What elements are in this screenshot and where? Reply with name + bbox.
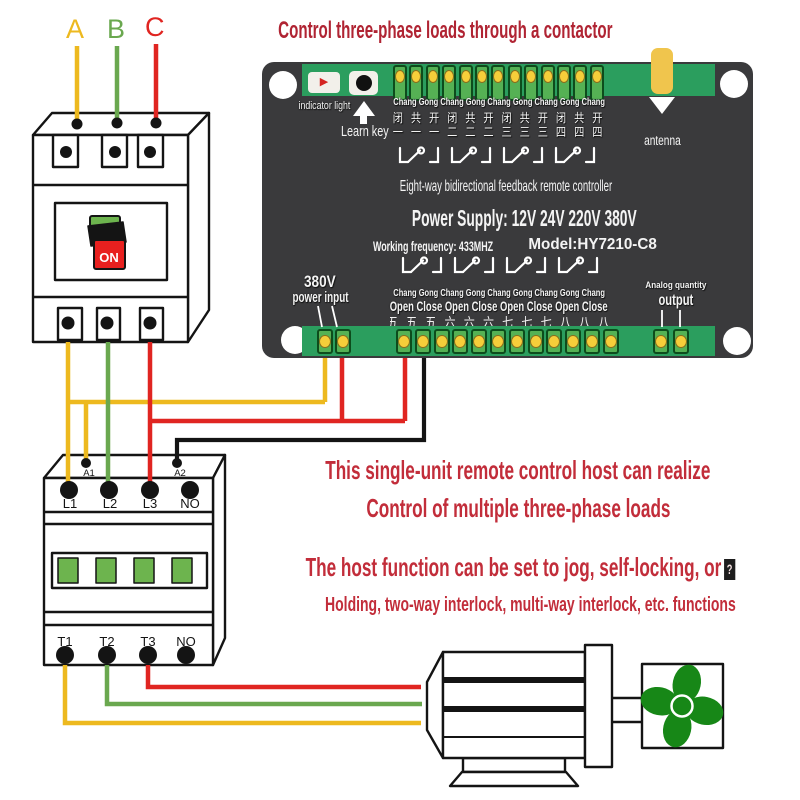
caption-line-3: The host function can be set to jog, sel… [220, 552, 800, 582]
breaker-on-label: ON [99, 250, 119, 265]
analog-output-label: output [658, 292, 694, 309]
phase-a-label: A [66, 14, 85, 44]
diagram-title: Control three-phase loads through a cont… [277, 17, 613, 44]
board-subtitle: Eight-way bidirectional feedback remote … [399, 178, 613, 195]
circuit-breaker [31, 111, 211, 344]
phase-b-wire [104, 46, 422, 707]
contactor-no2-label: NO [176, 634, 196, 649]
contactor-no-label: NO [180, 496, 200, 511]
bottom-channel-labels: Chang Gong Chang Gong Chang Gong Chang G… [393, 287, 605, 299]
indicator-led-icon: ▶ [319, 76, 329, 88]
analog-output-terminals [653, 329, 689, 354]
indicator-light-label: indicator light [298, 100, 351, 112]
breaker-handle[interactable] [87, 215, 127, 270]
contactor-l2-label: L2 [103, 496, 117, 511]
top-cn-terminal-labels: 闭 共 开 闭 共 开 闭 共 开 闭 共 开 [392, 110, 606, 125]
contactor-l3-label: L3 [143, 496, 157, 511]
fan-icon [640, 664, 724, 748]
contactor-indicator [95, 557, 117, 584]
mounting-hole [720, 70, 748, 98]
mounting-hole [269, 71, 297, 99]
learn-key-label: Learn key [341, 124, 389, 140]
caption-line-4: Holding, two-way interlock, multi-way in… [324, 593, 736, 616]
caption-line-3-text: The host function can be set to jog, sel… [305, 551, 721, 582]
learn-key-arrow-icon [353, 101, 375, 116]
learn-key-button[interactable] [349, 71, 378, 95]
mounting-hole [723, 327, 751, 355]
learn-key-arrow-stem [360, 115, 367, 124]
learn-key-cap [355, 75, 372, 91]
top-terminal-block [393, 65, 604, 101]
coil-wire [174, 358, 427, 465]
top-cn-number-labels: 一 一 一 二 二 二 三 三 三 四 四 四 [392, 124, 606, 139]
contactor-t3-label: T3 [140, 634, 155, 649]
relay-switch-icons [398, 146, 599, 274]
working-frequency-label: Working frequency: 433MHZ [372, 238, 494, 254]
power-input-label: power input [291, 288, 349, 306]
antenna-label: antenna [643, 132, 681, 148]
phase-c-label: C [145, 12, 165, 42]
indicator-light: ▶ [308, 72, 340, 93]
top-channel-labels: Chang Gong Chang Gong Chang Gong Chang G… [393, 96, 605, 108]
terminal-dots [56, 117, 199, 664]
power-input-terminals [317, 329, 351, 354]
leader-lines [317, 305, 681, 328]
phase-b-label: B [107, 14, 126, 44]
phase-a-wire [62, 46, 421, 726]
contactor-t2-label: T2 [99, 634, 114, 649]
antenna-pointer-icon [649, 97, 675, 114]
coil-terminal-a1-label: A1 [83, 468, 95, 479]
contactor-indicator [57, 557, 79, 584]
contactor-t1-label: T1 [57, 634, 72, 649]
phase-c-wire [145, 44, 421, 690]
caption-line-1: This single-unit remote control host can… [325, 454, 711, 485]
pcb-strip-bottom [302, 326, 715, 356]
power-input-voltage-label: 380V [303, 271, 336, 291]
contactor-indicator [133, 557, 155, 584]
bottom-cn-number-labels: 五 五 五 六 六 六 七 七 七 八 八 八 [390, 315, 608, 327]
model-label: Model:HY7210-C8 [528, 236, 658, 253]
caption-line-2: Control of multiple three-phase loads [365, 492, 671, 523]
antenna [651, 48, 673, 94]
power-supply-label: Power Supply: 12V 24V 220V 380V [412, 204, 637, 231]
open-close-labels: Open Close Open Close Open Close Open Cl… [390, 299, 608, 314]
analog-quantity-label: Analog quantity [645, 280, 707, 291]
missing-glyph-box: ? [723, 558, 735, 580]
motor [425, 643, 725, 788]
relay-output-terminals [396, 329, 619, 354]
coil-terminal-a2-label: A2 [174, 468, 186, 479]
contactor-l1-label: L1 [63, 496, 77, 511]
contactor-indicator [171, 557, 193, 584]
